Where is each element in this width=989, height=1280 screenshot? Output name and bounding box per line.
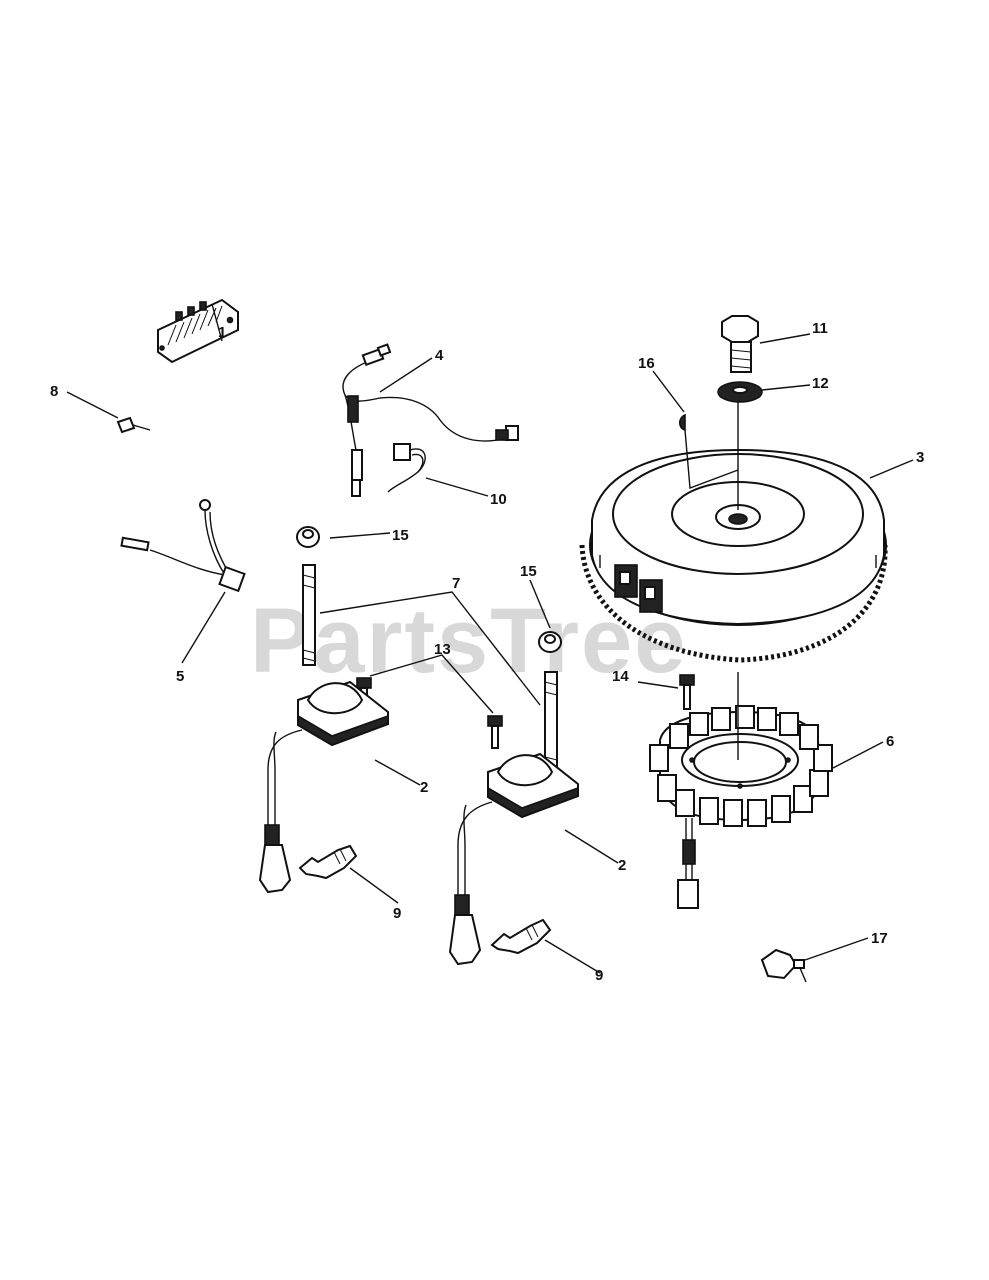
- part-washer[interactable]: [717, 381, 763, 403]
- leader-lines: [66, 303, 914, 974]
- callout-13: 13: [434, 641, 451, 658]
- part-switch[interactable]: [760, 948, 807, 983]
- callout-17: 17: [871, 930, 888, 947]
- callout-6: 6: [886, 733, 894, 750]
- callout-11: 11: [812, 320, 828, 337]
- callout-12: 12: [812, 375, 829, 392]
- callout-8: 8: [50, 383, 58, 400]
- part-nut-left[interactable]: [296, 526, 320, 548]
- part-spark-plug-left[interactable]: [298, 844, 358, 880]
- part-stud-left[interactable]: [302, 564, 316, 666]
- part-nut-right[interactable]: [538, 631, 562, 653]
- part-lead-wire[interactable]: [120, 499, 246, 593]
- callout-5: 5: [176, 668, 184, 685]
- part-key[interactable]: [678, 413, 686, 432]
- callout-10: 10: [490, 491, 507, 508]
- part-stator[interactable]: [649, 705, 833, 909]
- part-screw-14[interactable]: [679, 674, 695, 710]
- part-ignition-module-right[interactable]: [448, 752, 579, 966]
- callout-16: 16: [638, 355, 655, 372]
- part-spark-plug-right[interactable]: [490, 918, 552, 955]
- part-wire-lead[interactable]: [387, 443, 426, 493]
- part-ignition-module-left[interactable]: [258, 680, 389, 894]
- callout-labels: 1 2 2 3 4 5 6 7 8 9 9 10 11 12 13 14 15 …: [50, 320, 924, 984]
- part-wire-harness[interactable]: [342, 343, 519, 497]
- callout-2-right: 2: [618, 857, 626, 874]
- part-screw-8[interactable]: [116, 416, 151, 434]
- callout-15-left: 15: [392, 527, 409, 544]
- part-stud-right[interactable]: [544, 671, 558, 773]
- callout-3: 3: [916, 449, 924, 466]
- part-bolt[interactable]: [721, 315, 759, 373]
- part-flywheel[interactable]: [579, 448, 888, 663]
- part-rectifier-regulator[interactable]: [157, 298, 239, 364]
- callout-15-right: 15: [520, 563, 537, 580]
- callout-1: 1: [218, 324, 226, 341]
- callout-4: 4: [435, 347, 444, 364]
- callout-2-left: 2: [420, 779, 428, 796]
- part-screw-13-right[interactable]: [487, 715, 503, 749]
- callout-14: 14: [612, 668, 629, 685]
- watermark-text: PartsTree: [250, 590, 687, 692]
- callout-9-right: 9: [595, 967, 603, 984]
- callout-9-left: 9: [393, 905, 401, 922]
- callout-7: 7: [452, 575, 460, 592]
